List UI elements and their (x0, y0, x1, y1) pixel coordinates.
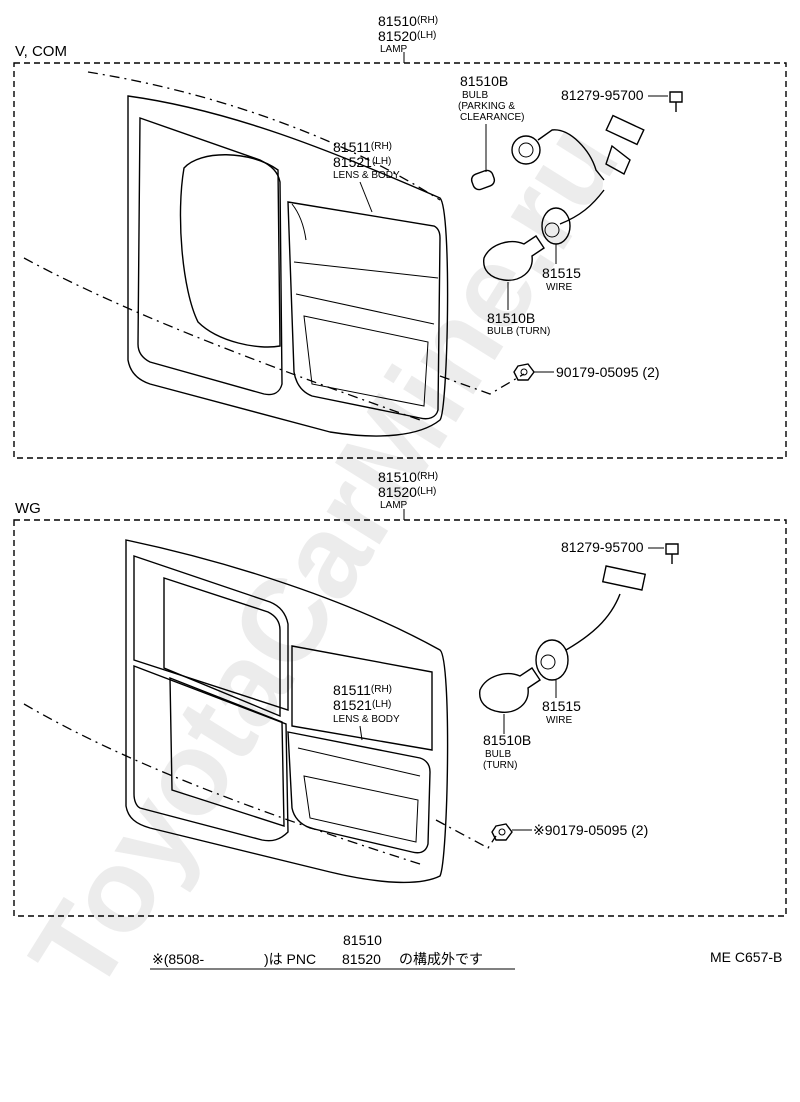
footnote: 81510 ※(8508- )は PNC 81520 の構成外です (150, 932, 515, 970)
svg-text:81515: 81515 (542, 698, 581, 714)
bottom-lamp-label: 81510(RH) 81520(LH) LAMP (378, 469, 438, 511)
svg-text:81510B: 81510B (487, 310, 535, 326)
svg-text:LAMP: LAMP (380, 500, 408, 511)
svg-text:(TURN): (TURN) (483, 760, 517, 771)
bottom-section-label: WG (15, 500, 41, 517)
watermark: ToyotaCarMine.ru (5, 101, 644, 1014)
svg-text:90179-05095 (2): 90179-05095 (2) (556, 364, 660, 380)
svg-text:※90179-05095 (2): ※90179-05095 (2) (533, 822, 648, 838)
svg-text:BULB (TURN): BULB (TURN) (487, 326, 550, 337)
top-screw: 81279-95700 (561, 87, 683, 112)
bottom-bulb-turn: 81510B BULB (TURN) (479, 667, 541, 771)
svg-text:81279-95700: 81279-95700 (561, 539, 644, 555)
svg-text:BULB: BULB (485, 749, 511, 760)
bottom-lens-label: 81511(RH) 81521(LH) LENS & BODY (333, 682, 400, 741)
svg-text:81510B: 81510B (483, 732, 531, 748)
top-nut: 90179-05095 (2) (439, 363, 660, 395)
top-body-panel (23, 71, 449, 437)
footnote-middle: )は PNC (264, 951, 316, 967)
svg-text:LAMP: LAMP (380, 44, 408, 55)
footnote-pnc: 81520 (342, 951, 381, 967)
footnote-above: 81510 (343, 932, 382, 948)
bottom-screw: 81279-95700 (561, 539, 679, 564)
bottom-body-panel (23, 539, 449, 884)
top-bulb-parking: 81510B BULB (PARKING & CLEARANCE) (458, 73, 524, 191)
svg-text:81521(LH): 81521(LH) (333, 154, 391, 170)
svg-text:81515: 81515 (542, 265, 581, 281)
svg-text:81511(RH): 81511(RH) (333, 682, 392, 698)
svg-text:81521(LH): 81521(LH) (333, 697, 391, 713)
bottom-lens-body (287, 731, 431, 854)
svg-text:81511(RH): 81511(RH) (333, 139, 392, 155)
footnote-prefix: ※(8508- (152, 951, 205, 967)
top-frame (13, 62, 787, 459)
top-lens-label: 81511(RH) 81521(LH) LENS & BODY (333, 139, 400, 213)
top-bulb-turn: 81510B BULB (TURN) (483, 235, 550, 337)
top-section-label: V, COM (15, 43, 67, 60)
bottom-nut: ※90179-05095 (2) (435, 819, 648, 849)
top-lens-body (287, 201, 441, 420)
top-wire: 81515 WIRE (511, 114, 645, 293)
bottom-frame (13, 519, 787, 917)
svg-text:81510B: 81510B (460, 73, 508, 89)
svg-text:81520(LH): 81520(LH) (378, 28, 436, 44)
bottom-section: WG 81510(RH) 81520(LH) LAMP 81511(RH) 81… (13, 469, 787, 917)
diagram-code: ME C657-B (710, 949, 782, 965)
top-section: V, COM 81510(RH) 81520(LH) LAMP (13, 13, 787, 459)
svg-text:81510(RH): 81510(RH) (378, 469, 438, 485)
svg-text:LENS & BODY: LENS & BODY (333, 714, 400, 725)
svg-text:81279-95700: 81279-95700 (561, 87, 644, 103)
footnote-suffix: の構成外です (399, 951, 483, 967)
svg-text:WIRE: WIRE (546, 715, 572, 726)
svg-text:LENS & BODY: LENS & BODY (333, 170, 400, 181)
svg-text:WIRE: WIRE (546, 282, 572, 293)
svg-text:(PARKING &: (PARKING & (458, 101, 515, 112)
svg-text:BULB: BULB (462, 90, 488, 101)
svg-text:81510(RH): 81510(RH) (378, 13, 438, 29)
bottom-wire: 81515 WIRE (535, 565, 647, 726)
top-lamp-label: 81510(RH) 81520(LH) LAMP (378, 13, 438, 55)
svg-text:81520(LH): 81520(LH) (378, 484, 436, 500)
svg-text:CLEARANCE): CLEARANCE) (460, 112, 524, 123)
